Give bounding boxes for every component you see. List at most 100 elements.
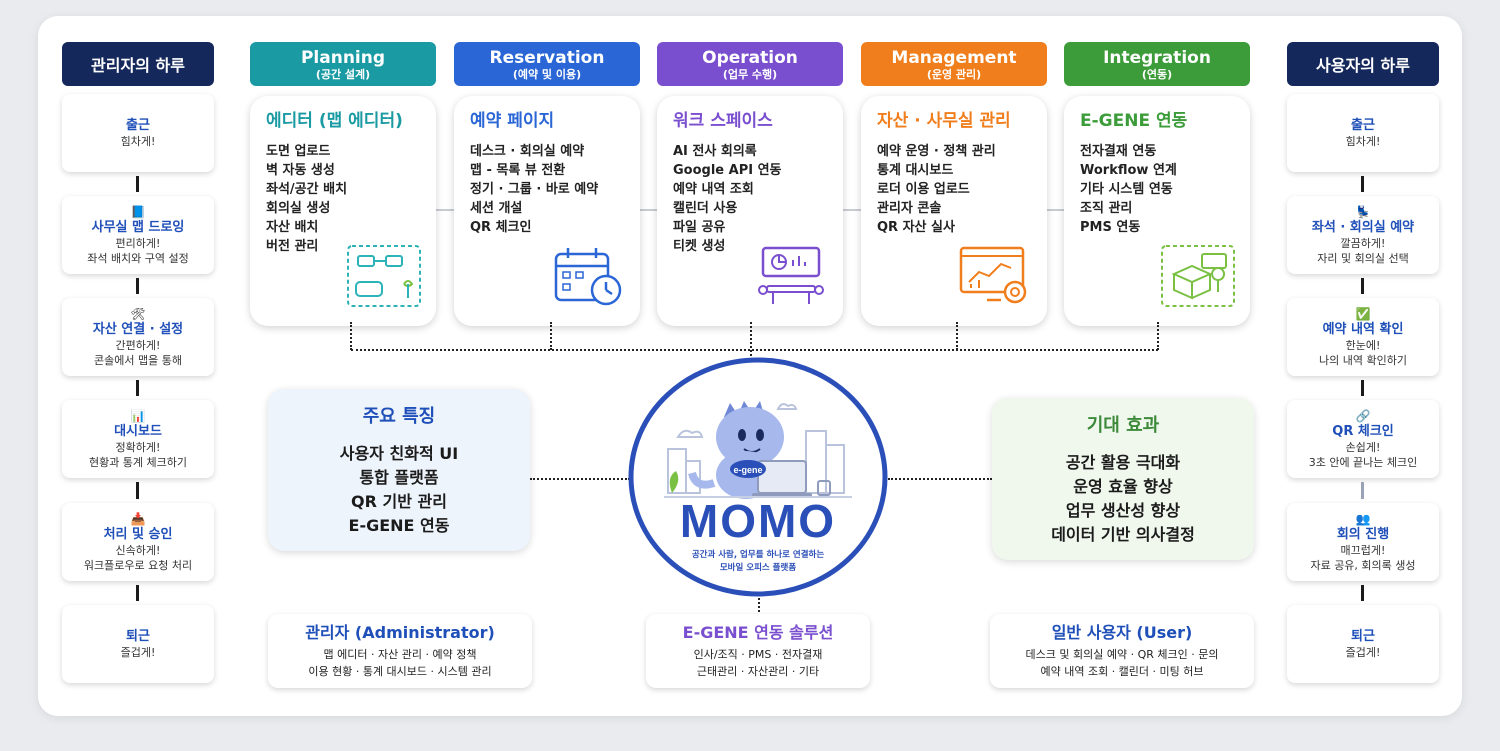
phase-ko-label: (운영 관리) [926, 67, 982, 81]
user-role-line: 예약 내역 조회 · 캘린더 · 미팅 허브 [1040, 665, 1204, 678]
step-subtitle: 즐겁게! [120, 646, 156, 659]
momo-badge-text: e-gene [733, 465, 762, 475]
step-connector-line [1361, 278, 1364, 294]
momo-tagline-line2: 모바일 오피스 플랫폼 [720, 562, 796, 573]
user-role-line: 데스크 및 회의실 예약 · QR 체크인 · 문의 [1025, 648, 1219, 661]
phase-item: 파일 공유 [673, 220, 726, 235]
phase-item-list: 전자결재 연동 Workflow 연계 기타 시스템 연동 조직 관리 PMS … [1080, 142, 1234, 237]
step-icon: 🔗 [1355, 408, 1371, 423]
momo-mascot-illustration: e-gene MOMO 공간과 사람, 업무를 하나로 연결하는 모바일 오피스… [628, 357, 888, 597]
phase-header-management: Management (운영 관리) [861, 42, 1047, 86]
admin-day-header: 관리자의 하루 [62, 42, 214, 86]
dotted-connector [1157, 322, 1159, 350]
phase-item: 버전 관리 [266, 239, 319, 254]
step-icon: 💺 [1355, 204, 1371, 219]
step-icon: 👥 [1355, 511, 1371, 526]
phase-header-reservation: Reservation (예약 및 이용) [454, 42, 640, 86]
key-feature-item: E-GENE 연동 [348, 516, 450, 535]
egene-solution-card: E-GENE 연동 솔루션 인사/조직 · PMS · 전자결재 근태관리 · … [646, 614, 870, 688]
step-connector-line [136, 585, 139, 601]
step-connector-line [136, 380, 139, 396]
momo-wordmark: MOMO [680, 495, 836, 547]
phase-card-title: 워크 스페이스 [673, 111, 773, 131]
expected-effects-title: 기대 효과 [1086, 415, 1160, 436]
step-title: QR 체크인 [1332, 423, 1394, 439]
phase-card-reservation: 예약 페이지 데스크 · 회의실 예약 맵 - 목록 뷰 전환 정기 · 그룹 … [454, 96, 640, 326]
phase-item-list: 데스크 · 회의실 예약 맵 - 목록 뷰 전환 정기 · 그룹 · 바로 예약… [470, 142, 624, 237]
phase-connector [1046, 209, 1066, 211]
phase-item: QR 자산 실사 [877, 220, 955, 235]
step-connector-line [136, 278, 139, 294]
step-icon: 📊 [130, 408, 146, 423]
dashboard-gear-icon [959, 246, 1027, 304]
step-subtitle: 깔끔하게! [1340, 236, 1386, 250]
phase-item: 로더 이용 업로드 [877, 182, 970, 197]
dotted-connector [350, 322, 352, 350]
phase-item-list: 예약 운영 · 정책 관리 통계 대시보드 로더 이용 업로드 관리자 콘솔 Q… [877, 142, 1031, 237]
admin-role-title: 관리자 (Administrator) [305, 623, 495, 642]
phase-connector [640, 209, 660, 211]
phase-header-planning: Planning (공간 설계) [250, 42, 436, 86]
key-feature-item: 통합 플랫폼 [359, 468, 439, 487]
step-title: 퇴근 [1351, 629, 1375, 644]
step-title: 자산 연결 · 설정 [92, 321, 184, 337]
phase-item: 예약 내역 조회 [673, 182, 754, 197]
phase-card-title: 에디터 (맵 에디터) [266, 111, 403, 131]
step-subtitle: 간편하게! [115, 338, 161, 352]
expected-effect-item: 데이터 기반 의사결정 [1051, 525, 1195, 544]
phase-ko-label: (연동) [1141, 67, 1173, 81]
phase-card-title: 예약 페이지 [470, 111, 555, 131]
phase-item: QR 체크인 [470, 220, 532, 235]
key-feature-item: 사용자 친화적 UI [339, 444, 459, 463]
phase-card-integration: E-GENE 연동 전자결재 연동 Workflow 연계 기타 시스템 연동 … [1064, 96, 1250, 326]
phase-en-label: Management [891, 47, 1017, 68]
step-connector-line [1361, 380, 1364, 396]
phase-item: PMS 연동 [1080, 220, 1141, 235]
phase-item: 전자결재 연동 [1080, 144, 1157, 159]
phase-card-planning: 에디터 (맵 에디터) 도면 업로드 벽 자동 생성 좌석/공간 배치 회의실 … [250, 96, 436, 326]
step-icon: 🛠 [130, 306, 146, 321]
step-description: 현황과 통계 체크하기 [88, 455, 188, 469]
floorplan-icon [347, 245, 421, 307]
dotted-connector [530, 478, 630, 480]
egene-solution-title: E-GENE 연동 솔루션 [682, 623, 834, 642]
meeting-room-icon [758, 246, 824, 304]
step-title: 퇴근 [126, 629, 150, 644]
phase-item: 캘린더 사용 [673, 201, 738, 216]
phase-item: 세션 개설 [470, 201, 523, 216]
phase-item: 통계 대시보드 [877, 163, 954, 178]
step-title: 출근 [1351, 118, 1375, 133]
phase-item: 기타 시스템 연동 [1080, 182, 1173, 197]
phase-item: 정기 · 그룹 · 바로 예약 [470, 182, 599, 197]
phase-item: 티켓 생성 [673, 239, 726, 254]
step-title: 출근 [126, 118, 150, 133]
phase-en-label: Reservation [489, 47, 605, 68]
key-feature-item: QR 기반 관리 [351, 492, 447, 511]
momo-logo-circle: e-gene MOMO 공간과 사람, 업무를 하나로 연결하는 모바일 오피스… [628, 357, 888, 597]
phase-item: 조직 관리 [1080, 201, 1133, 216]
dotted-connector [550, 322, 552, 350]
phase-header-operation: Operation (업무 수행) [657, 42, 843, 86]
dotted-connector [888, 478, 992, 480]
phase-item: Google API 연동 [673, 163, 782, 178]
phase-card-operation: 워크 스페이스 AI 전사 회의록 Google API 연동 예약 내역 조회… [657, 96, 843, 326]
step-title: 사무실 맵 드로잉 [91, 219, 185, 235]
step-description: 콘솔에서 맵을 통해 [94, 353, 182, 367]
phase-item: 도면 업로드 [266, 144, 331, 159]
step-subtitle: 한눈에! [1345, 338, 1381, 352]
phase-card-management: 자산 · 사무실 관리 예약 운영 · 정책 관리 통계 대시보드 로더 이용 … [861, 96, 1047, 326]
phase-en-label: Operation [702, 47, 798, 68]
user-day-header: 사용자의 하루 [1287, 42, 1439, 86]
phase-en-label: Integration [1103, 47, 1211, 68]
phase-card-title: 자산 · 사무실 관리 [877, 111, 1011, 131]
step-subtitle: 정확하게! [115, 440, 161, 454]
step-connector-line [136, 482, 139, 499]
phase-connector [843, 209, 863, 211]
step-connector-line [1361, 482, 1364, 499]
